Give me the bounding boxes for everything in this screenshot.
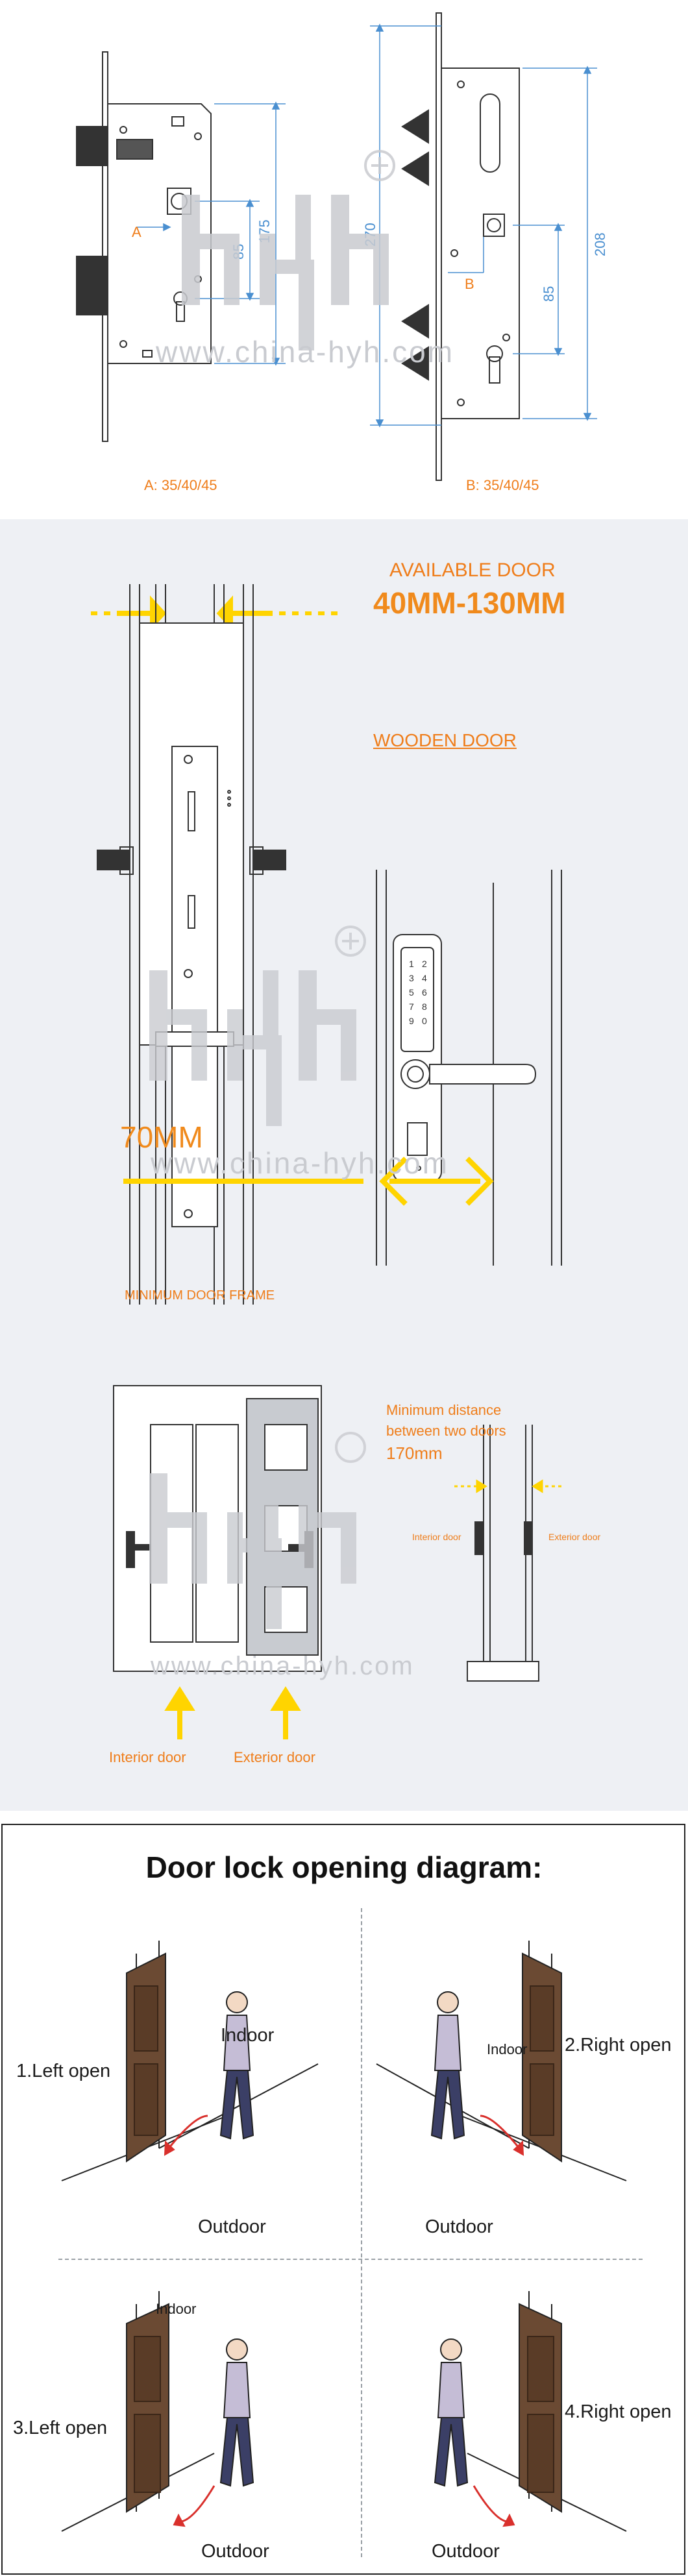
min-distance-value: 170mm (386, 1443, 443, 1463)
hyh-logo-watermark-2 (149, 926, 366, 1126)
key-1: 1 (409, 959, 414, 969)
q2-scene (376, 1941, 627, 2181)
watermark-url-1: www.china-hyh.com (156, 335, 455, 369)
right-marker: B (465, 276, 474, 292)
interior-door-small: Interior door (412, 1532, 461, 1542)
key-4: 4 (422, 973, 427, 983)
left-marker: A (132, 224, 141, 240)
q1-scene (61, 1941, 319, 2181)
door-install-section: 1 2 3 4 5 6 7 8 9 0 (0, 519, 688, 1811)
keypad: 1 2 3 4 5 6 7 8 9 0 (409, 959, 427, 1026)
hyh-logo-watermark-3 (149, 1432, 366, 1629)
door-thickness-arrows (91, 595, 338, 632)
smart-lock-front (376, 870, 562, 1266)
key-5: 5 (409, 987, 414, 998)
right-dim-85: 85 (541, 286, 557, 302)
opening-frame (1, 1824, 685, 2575)
key-7: 7 (409, 1001, 414, 1012)
min-distance-line2: between two doors (386, 1423, 506, 1439)
q1-outdoor: Outdoor (198, 2216, 266, 2237)
frame-width-arrow (123, 1157, 494, 1206)
lock-dimension-section: A 85 175 (0, 0, 688, 519)
lock-dimension-drawing: A 85 175 (76, 12, 608, 481)
key-0: 0 (422, 1016, 427, 1026)
key-3: 3 (409, 973, 414, 983)
min-frame-value: 70MM (120, 1120, 203, 1154)
q2-indoor: Indoor (487, 2041, 528, 2057)
two-doors-distance-arrow (454, 1479, 565, 1493)
q1-indoor: Indoor (221, 2025, 275, 2046)
key-2: 2 (422, 959, 427, 969)
watermark-url-3: www.china-hyh.com (151, 1652, 415, 1680)
q3-scene (61, 2291, 254, 2532)
opening-diagram-section: Door lock opening diagram: (0, 1811, 688, 2576)
door-install-drawing: 1 2 3 4 5 6 7 8 9 0 (91, 584, 565, 1739)
q4-outdoor: Outdoor (432, 2541, 500, 2562)
right-dimension-lines (370, 23, 597, 428)
key-8: 8 (422, 1001, 427, 1012)
left-dimension-lines (136, 101, 286, 366)
interior-door-label: Interior door (109, 1749, 186, 1765)
min-frame-label: MINIMUM DOOR FRAME (125, 1288, 275, 1303)
watermark-url-2: www.china-hyh.com (151, 1146, 450, 1180)
interior-exterior-arrows (164, 1686, 301, 1739)
q4-scene (434, 2291, 627, 2532)
right-dim-208: 208 (592, 232, 608, 256)
q3-label: 3.Left open (13, 2418, 108, 2438)
right-lock-body (401, 12, 520, 481)
exterior-door-label: Exterior door (234, 1749, 315, 1765)
key-6: 6 (422, 987, 427, 998)
exterior-door-small: Exterior door (548, 1532, 601, 1542)
left-size-label: A: 35/40/45 (144, 477, 217, 493)
q2-outdoor: Outdoor (425, 2216, 493, 2237)
door-profile (97, 584, 286, 1305)
available-door-range: 40MM-130MM (373, 586, 566, 620)
quadrant-divider-horizontal (58, 2259, 643, 2260)
q3-indoor: Indoor (156, 2301, 197, 2317)
q2-label: 2.Right open (565, 2035, 672, 2055)
opening-drawing (61, 1941, 627, 2532)
available-door-title: AVAILABLE DOOR (389, 559, 556, 581)
hyh-logo-watermark (182, 150, 395, 350)
key-9: 9 (409, 1016, 414, 1026)
q4-label: 4.Right open (565, 2401, 672, 2422)
q1-label: 1.Left open (16, 2061, 111, 2081)
wooden-door-label: WOODEN DOOR (373, 730, 517, 750)
q3-outdoor: Outdoor (201, 2541, 269, 2562)
opening-title: Door lock opening diagram: (145, 1850, 543, 1884)
quadrant-divider-vertical (361, 1908, 362, 2557)
min-distance-line1: Minimum distance (386, 1402, 502, 1418)
right-size-label: B: 35/40/45 (466, 477, 539, 493)
